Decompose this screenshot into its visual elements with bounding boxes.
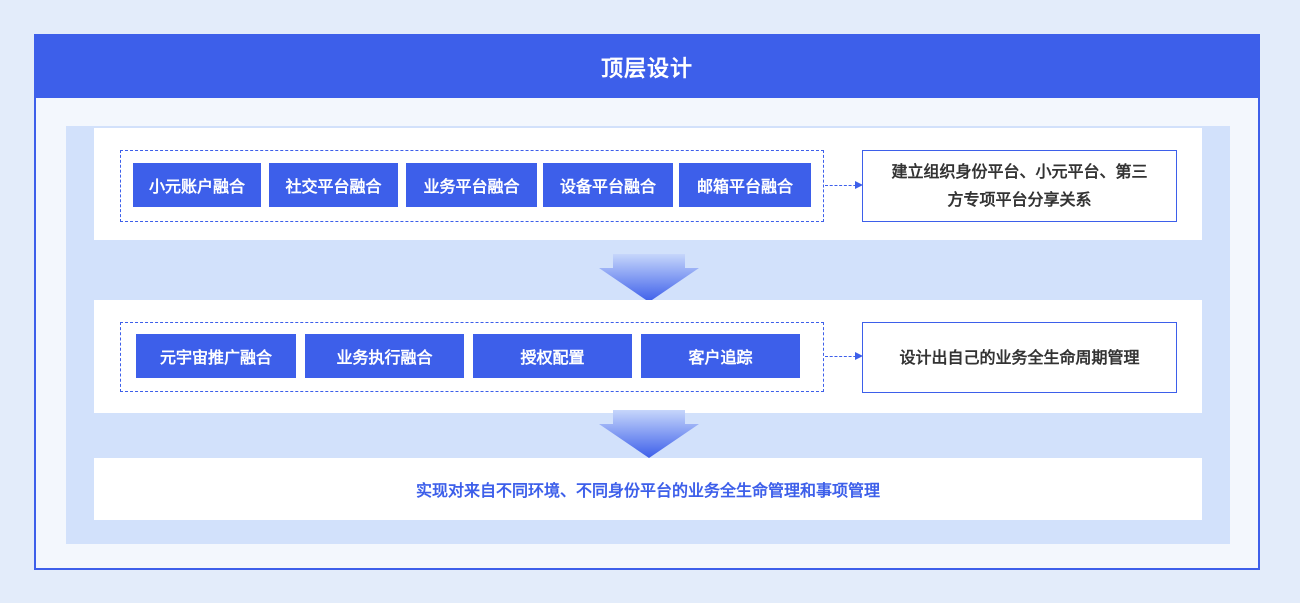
chip-account-fusion: 小元账户融合 <box>133 163 261 207</box>
chip-social-fusion: 社交平台融合 <box>269 163 398 207</box>
chip-device-fusion: 设备平台融合 <box>543 163 673 207</box>
summary-text: 实现对来自不同环境、不同身份平台的业务全生命管理和事项管理 <box>415 481 880 500</box>
row-panel-3: 实现对来自不同环境、不同身份平台的业务全生命管理和事项管理 <box>94 458 1202 520</box>
row-panel-2: 元宇宙推广融合 业务执行融合 授权配置 客户追踪 设计出自己的业务全生命周期管理 <box>94 300 1202 413</box>
chip-authorization-config: 授权配置 <box>473 334 632 378</box>
result-box-2: 设计出自己的业务全生命周期管理 <box>862 322 1177 393</box>
chip-group-1: 小元账户融合 社交平台融合 业务平台融合 设备平台融合 邮箱平台融合 <box>120 150 824 222</box>
result-box-1: 建立组织身份平台、小元平台、第三 方专项平台分享关系 <box>862 150 1177 222</box>
connector-arrow-1 <box>825 181 863 189</box>
chip-metaverse-fusion: 元宇宙推广融合 <box>136 334 296 378</box>
row-panel-1: 小元账户融合 社交平台融合 业务平台融合 设备平台融合 邮箱平台融合 建立组织身… <box>94 128 1202 240</box>
result-1-line-1: 建立组织身份平台、小元平台、第三 <box>891 162 1148 181</box>
down-arrow-icon <box>599 410 699 458</box>
chip-group-2: 元宇宙推广融合 业务执行融合 授权配置 客户追踪 <box>120 322 824 392</box>
chip-customer-tracking: 客户追踪 <box>641 334 800 378</box>
top-level-design-frame: 顶层设计 小元账户融合 社交平台融合 业务平台融合 设备平台融合 邮箱平台融合 … <box>34 34 1260 570</box>
chip-business-fusion: 业务平台融合 <box>406 163 537 207</box>
chip-execution-fusion: 业务执行融合 <box>305 334 464 378</box>
connector-arrow-2 <box>825 352 863 360</box>
frame-title: 顶层设计 <box>36 36 1258 98</box>
chip-mailbox-fusion: 邮箱平台融合 <box>679 163 811 207</box>
down-arrow-icon <box>599 254 699 302</box>
result-1-line-2: 方专项平台分享关系 <box>947 190 1092 209</box>
